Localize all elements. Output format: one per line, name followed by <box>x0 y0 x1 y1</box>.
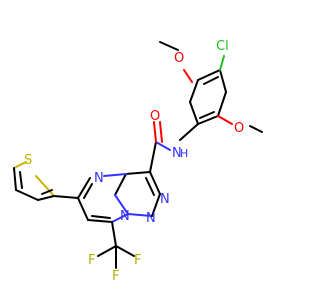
bond-thio3 <box>13 167 17 191</box>
bond-ar2 <box>219 69 227 93</box>
label-f1: F <box>88 253 95 268</box>
bond-pyr-double2 <box>91 215 111 219</box>
bond-f2 <box>115 245 135 257</box>
bond-core1 <box>125 171 151 175</box>
label-n-ring1: N <box>94 171 104 186</box>
bond-pyr3 <box>77 197 89 221</box>
bond-thio-link <box>53 195 79 199</box>
label-h-amide: H <box>180 147 188 160</box>
bond-core5 <box>151 193 161 217</box>
bond-o-right <box>217 115 233 125</box>
bond-ar-double2 <box>199 111 215 119</box>
bond-o-top-ring <box>183 69 193 83</box>
bond-ar6 <box>189 79 199 103</box>
bond-n-c <box>155 141 171 151</box>
label-n-amide: N <box>172 146 182 161</box>
bond-pyr1 <box>103 173 127 177</box>
bond-core4 <box>127 213 153 217</box>
label-f3: F <box>112 269 119 284</box>
bond-cl <box>219 55 225 71</box>
bond-ar3 <box>217 91 227 117</box>
bond-thio2 <box>13 161 27 169</box>
bond-thio5 <box>37 195 55 201</box>
bond-ar1 <box>197 69 221 81</box>
bond-core6 <box>149 171 161 195</box>
bond-core3 <box>114 194 129 215</box>
bond-carbonyl-o1 <box>153 121 157 143</box>
bond-thio-double1 <box>19 171 23 189</box>
bond-methyl-right <box>249 125 263 133</box>
bond-ar5 <box>189 101 199 125</box>
bond-carbonyl-c <box>149 141 157 173</box>
bond-ar4 <box>197 115 219 125</box>
bond-methyl-top <box>159 41 179 51</box>
label-f2: F <box>134 253 141 268</box>
bond-core-double <box>145 177 155 196</box>
bond-ar-double1 <box>203 76 219 85</box>
bond-carbonyl-o2 <box>159 121 163 143</box>
bond-thio4 <box>15 189 39 201</box>
label-n-ring2: N <box>120 209 130 224</box>
bond-f1 <box>97 245 117 257</box>
bond-cf3-link <box>111 221 117 247</box>
bond-thio-double2 <box>41 189 53 195</box>
label-cl: Cl <box>216 39 229 54</box>
molecule-structure: Cl O O O N H S N N N N F F F <box>13 39 263 284</box>
bond-core2 <box>114 173 127 196</box>
label-o-methoxy-top: O <box>174 51 184 66</box>
bond-pyr2 <box>77 177 91 199</box>
bond-pyr-double1 <box>83 183 93 199</box>
label-o-carbonyl: O <box>150 109 160 124</box>
bond-ar-n <box>179 123 199 141</box>
label-n-ring4: N <box>160 192 170 207</box>
label-s-thiophene: S <box>24 153 32 168</box>
bond-pyr5 <box>111 213 129 223</box>
bond-pyr4 <box>87 219 113 223</box>
bond-thio1 <box>35 175 55 197</box>
label-n-ring3: N <box>146 211 156 226</box>
label-o-methoxy-right: O <box>234 121 244 136</box>
